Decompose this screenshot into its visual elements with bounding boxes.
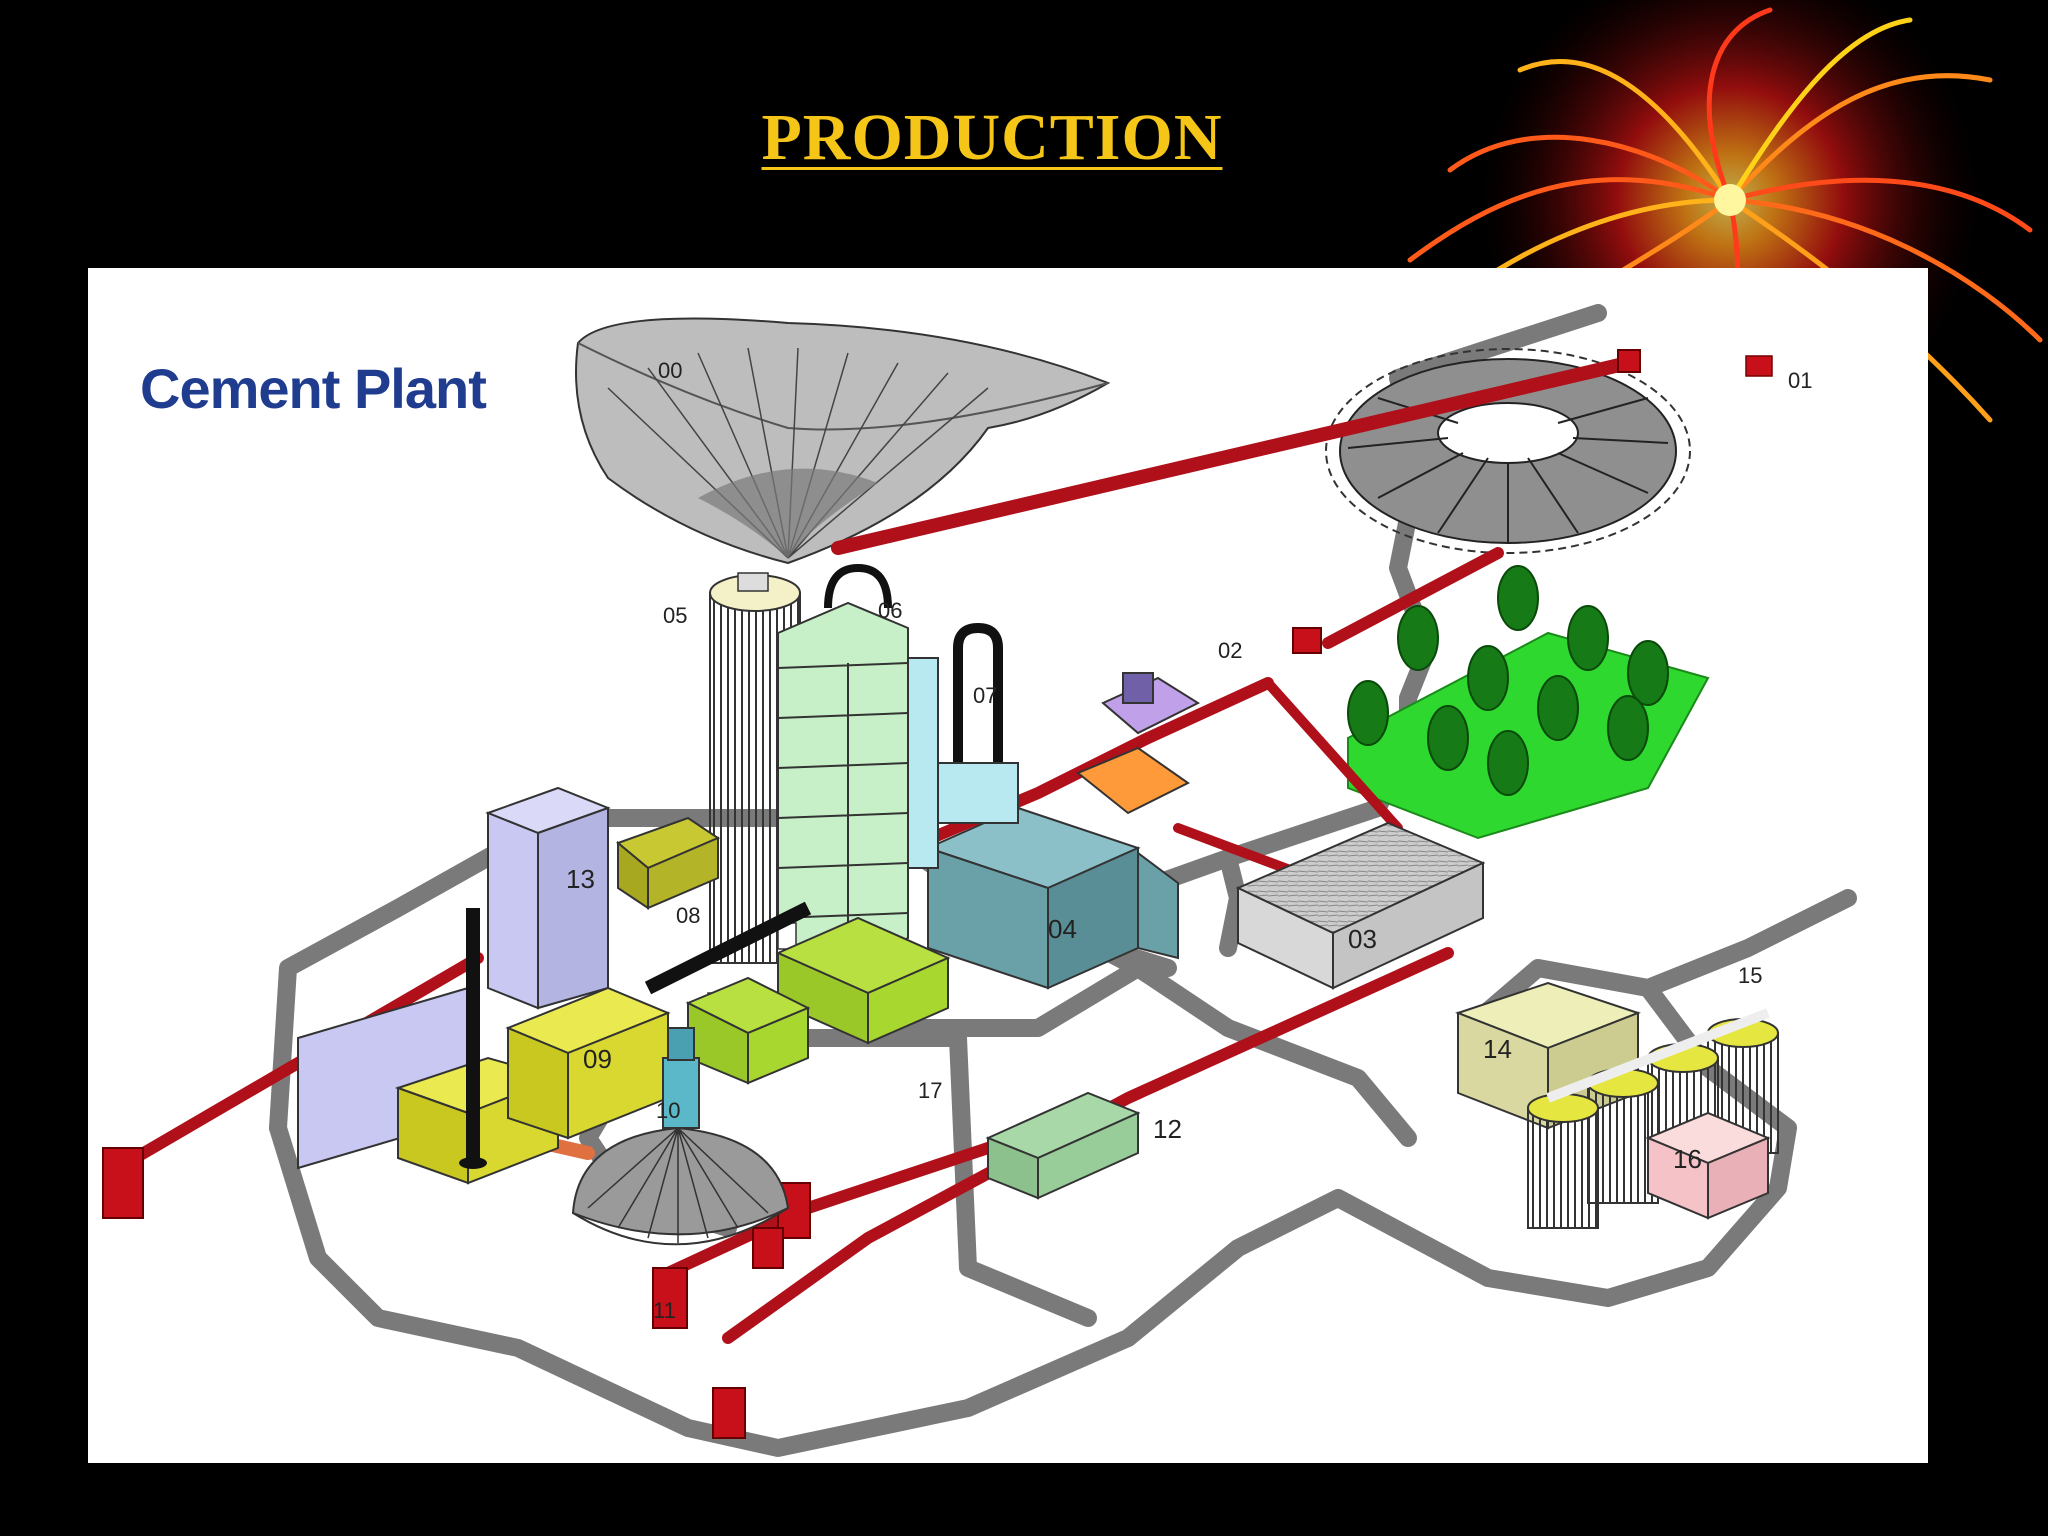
label-06: 06 — [878, 598, 902, 623]
building-08 — [616, 816, 812, 1020]
diagram-title: Cement Plant — [140, 357, 487, 420]
raw-mill-04 — [925, 806, 1179, 990]
feeder-orange — [1076, 746, 1190, 815]
label-08: 08 — [676, 903, 700, 928]
label-15: 15 — [1738, 963, 1762, 988]
label-16: 16 — [1673, 1144, 1702, 1174]
label-00: 00 — [658, 358, 682, 383]
preheater-tower-06 — [777, 563, 939, 970]
label-17: 17 — [918, 1078, 942, 1103]
slide-title: PRODUCTION — [761, 101, 1223, 174]
label-03: 03 — [1348, 924, 1377, 954]
cement-mill-12 — [985, 1091, 1141, 1200]
label-09: 09 — [583, 1044, 612, 1074]
label-10: 10 — [656, 1098, 680, 1123]
label-05: 05 — [663, 603, 687, 628]
packing-building-16 — [1645, 1111, 1771, 1220]
label-13: 13 — [566, 864, 595, 894]
cement-silos-15 — [1527, 1008, 1779, 1229]
building-14 — [1455, 981, 1641, 1130]
label-01: 01 — [1788, 368, 1812, 393]
label-12: 12 — [1153, 1114, 1182, 1144]
label-11: 11 — [653, 1298, 676, 1323]
storage-shed-03 — [1235, 821, 1486, 990]
tree-area — [1347, 565, 1710, 840]
clinker-dome-11 — [571, 1027, 790, 1246]
label-02: 02 — [1218, 638, 1242, 663]
label-04: 04 — [1048, 914, 1077, 944]
building-17 — [685, 916, 951, 1085]
duct-07 — [937, 622, 1019, 824]
storage-dome-00 — [575, 317, 1111, 565]
cement-plant-diagram: 00 01 02 03 04 05 06 07 08 09 10 11 12 1… — [88, 268, 1928, 1463]
label-14: 14 — [1483, 1034, 1512, 1064]
crusher-02 — [1101, 672, 1201, 735]
label-07: 07 — [973, 683, 997, 708]
kiln-building-09 — [394, 908, 671, 1185]
plant-illustration: 00 01 02 03 04 05 06 07 08 09 10 11 12 1… — [102, 304, 1857, 1457]
